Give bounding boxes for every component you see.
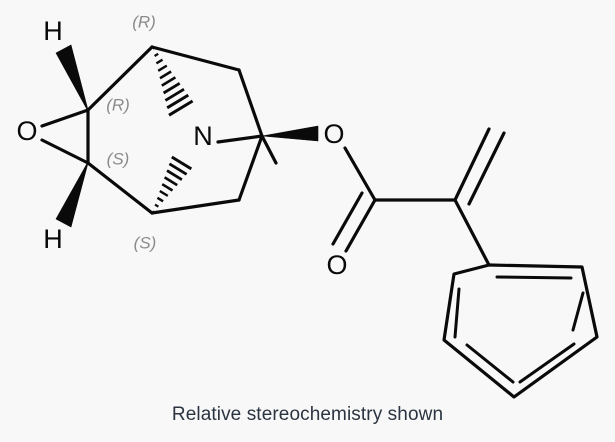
bond-o-c7 <box>40 138 90 165</box>
benzene-inner-bond-3 <box>571 291 585 332</box>
benzene-inner-bond-5 <box>518 342 576 384</box>
atom-labels: O N O O H H <box>16 16 347 280</box>
bond-c6-c1 <box>86 45 154 112</box>
carbonyl-oxygen-label: O <box>326 250 347 280</box>
hydrogen-top-label: H <box>43 16 63 46</box>
stereo-label-lower-epoxide: (S) <box>107 150 130 169</box>
bond-c2-c3 <box>237 68 264 138</box>
bond-n-c3 <box>216 134 264 144</box>
epoxide-ring <box>40 108 90 165</box>
bond-carbonyl-double-b <box>331 191 364 246</box>
hashed-bond-c5-n <box>152 155 193 214</box>
bond-c5-c7 <box>86 161 154 215</box>
bond-alpha-ipso <box>453 198 491 267</box>
wedge-c7-h <box>55 162 89 228</box>
benzene-inner-bond-4 <box>465 343 515 384</box>
tropane-core <box>86 45 264 215</box>
bond-carbonyl-double-a <box>344 198 377 253</box>
bond-o-c6 <box>40 108 90 128</box>
hashed-bond-c1-n <box>152 46 194 117</box>
benzene-inner-bond-2 <box>453 287 461 339</box>
bond-exocyclic-double-b <box>467 131 506 206</box>
stereo-label-bottom-bridgehead: (S) <box>134 234 157 253</box>
nitrogen-label: N <box>193 121 213 151</box>
hydrogen-wedges <box>55 44 89 228</box>
bond-exocyclic-double-a <box>453 127 491 202</box>
bond-c3-c4 <box>237 134 264 202</box>
epoxide-oxygen-label: O <box>16 116 37 146</box>
ester-oxygen-label: O <box>323 119 344 149</box>
bond-c3-methyl <box>260 134 278 165</box>
bond-c4-c5 <box>150 198 241 215</box>
bond-c1-c2 <box>150 45 241 72</box>
figure-caption: Relative stereochemistry shown <box>171 404 444 425</box>
stereo-label-upper-epoxide: (R) <box>106 96 130 115</box>
benzene-outline <box>442 263 599 399</box>
wedge-c6-h <box>55 44 89 111</box>
benzene-inner-bond-1 <box>495 275 573 280</box>
stereo-label-top-bridgehead: (R) <box>132 13 156 32</box>
hydrogen-bottom-label: H <box>43 224 63 254</box>
ester-group <box>331 127 506 267</box>
hashed-bridge-bonds <box>152 46 194 214</box>
phenyl-ring <box>442 263 599 399</box>
bond-o-carbonyl-c <box>343 146 377 202</box>
wedge-c3-o-ester <box>261 125 319 142</box>
stereo-labels: (R) (R) (S) (S) <box>106 13 156 253</box>
